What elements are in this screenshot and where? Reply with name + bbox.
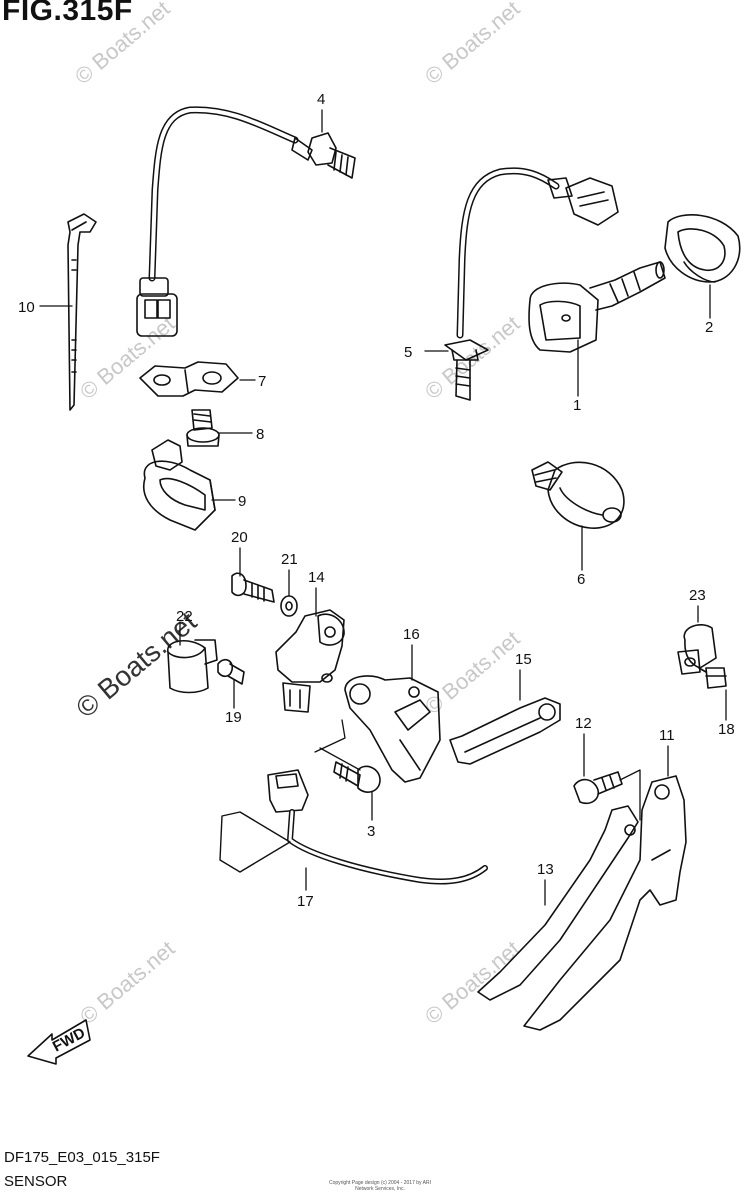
callout-3: 3 <box>367 823 375 840</box>
callout-19: 19 <box>225 709 242 726</box>
callout-22: 22 <box>176 608 193 625</box>
part-2-grommet <box>664 214 741 283</box>
callout-16: 16 <box>403 626 420 643</box>
callout-21: 21 <box>281 551 298 568</box>
callout-18: 18 <box>718 721 735 738</box>
part-11-bracket <box>523 775 687 1031</box>
part-16-bracket <box>344 675 441 783</box>
callout-5: 5 <box>404 344 412 361</box>
callout-1: 1 <box>573 397 581 414</box>
callout-labels: 4 10 7 8 9 5 1 2 6 20 21 14 22 19 16 15 … <box>18 91 735 910</box>
part-15-link <box>449 697 561 765</box>
part-9-clamp <box>143 439 216 531</box>
callout-13: 13 <box>537 861 554 878</box>
callout-2: 2 <box>705 319 713 336</box>
copyright-notice: Copyright Page design (c) 2004 - 2017 by… <box>328 1180 431 1192</box>
callout-7: 7 <box>258 373 266 390</box>
callout-15: 15 <box>515 651 532 668</box>
part-8-bolt <box>186 409 220 447</box>
part-17-harness <box>219 769 488 885</box>
part-13-bracket <box>477 805 639 1001</box>
callout-4: 4 <box>317 91 325 108</box>
part-20-bolt <box>231 572 275 603</box>
callout-10: 10 <box>18 299 35 316</box>
callout-23: 23 <box>689 587 706 604</box>
part-19-bolt <box>217 658 245 685</box>
figure-code: DF175_E03_015_315F <box>4 1149 160 1166</box>
callout-8: 8 <box>256 426 264 443</box>
leader-lines <box>39 109 727 906</box>
callout-12: 12 <box>575 715 592 732</box>
part-23-clamp <box>677 624 717 675</box>
part-10-cable-tie <box>67 213 97 411</box>
part-21-washer <box>280 595 298 617</box>
callout-11: 11 <box>659 727 675 744</box>
callout-20: 20 <box>231 529 248 546</box>
fwd-arrow-icon: FWD <box>27 1019 91 1065</box>
part-1-sensor <box>528 261 666 353</box>
part-5-sensor <box>444 167 619 401</box>
part-12-bolt <box>573 771 623 805</box>
part-4-temp-sensor <box>136 106 356 337</box>
part-18-bolt <box>698 667 727 689</box>
part-7-clamp <box>139 361 239 397</box>
part-6-sensor <box>531 461 625 529</box>
callout-17: 17 <box>297 893 314 910</box>
part-14-sensor <box>275 609 345 713</box>
figure-title: FIG.315F <box>2 0 133 27</box>
part-22-clamp <box>167 639 218 694</box>
part-3-bolt <box>333 761 381 793</box>
figure-subtitle: SENSOR <box>4 1173 68 1190</box>
callout-14: 14 <box>308 569 325 586</box>
callout-9: 9 <box>238 493 246 510</box>
callout-6: 6 <box>577 571 585 588</box>
